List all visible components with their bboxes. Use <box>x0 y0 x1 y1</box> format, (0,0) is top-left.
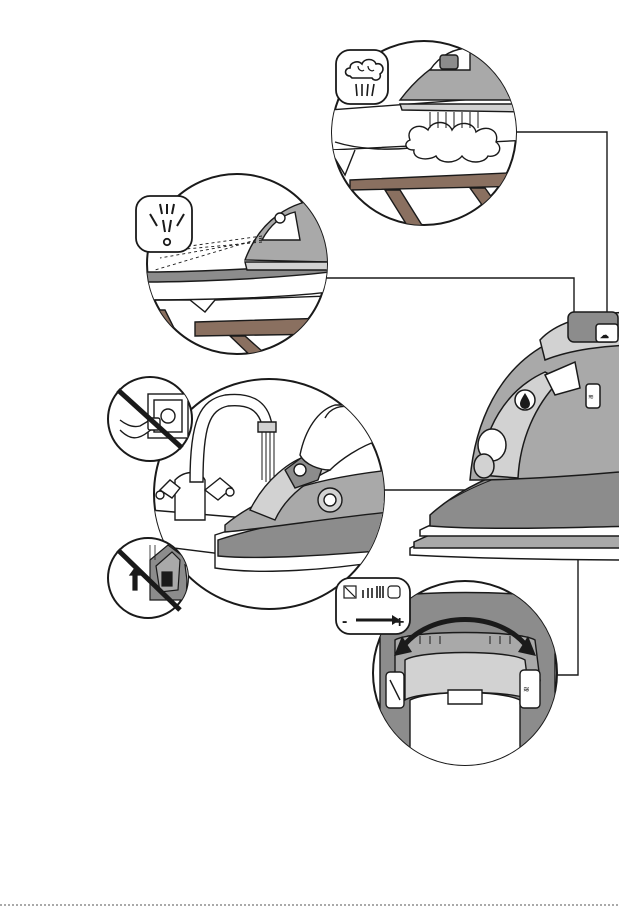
panel-steam-control: ≋ - + <box>336 578 557 780</box>
svg-text:≋: ≋ <box>523 685 530 694</box>
panel-burst-steam <box>330 40 530 230</box>
svg-text:≋: ≋ <box>588 394 594 401</box>
spray-icon <box>136 196 192 252</box>
panel-unplug <box>108 377 192 461</box>
svg-text:☁: ☁ <box>600 330 609 340</box>
steam-iron-main: ☁ ≋ <box>410 312 619 560</box>
steam-control-symbol-icon: - + <box>336 578 410 634</box>
steam-burst-icon <box>336 50 388 104</box>
minus-sign: - <box>342 613 347 630</box>
plus-sign: + <box>395 614 404 631</box>
panel-spray <box>136 174 330 360</box>
